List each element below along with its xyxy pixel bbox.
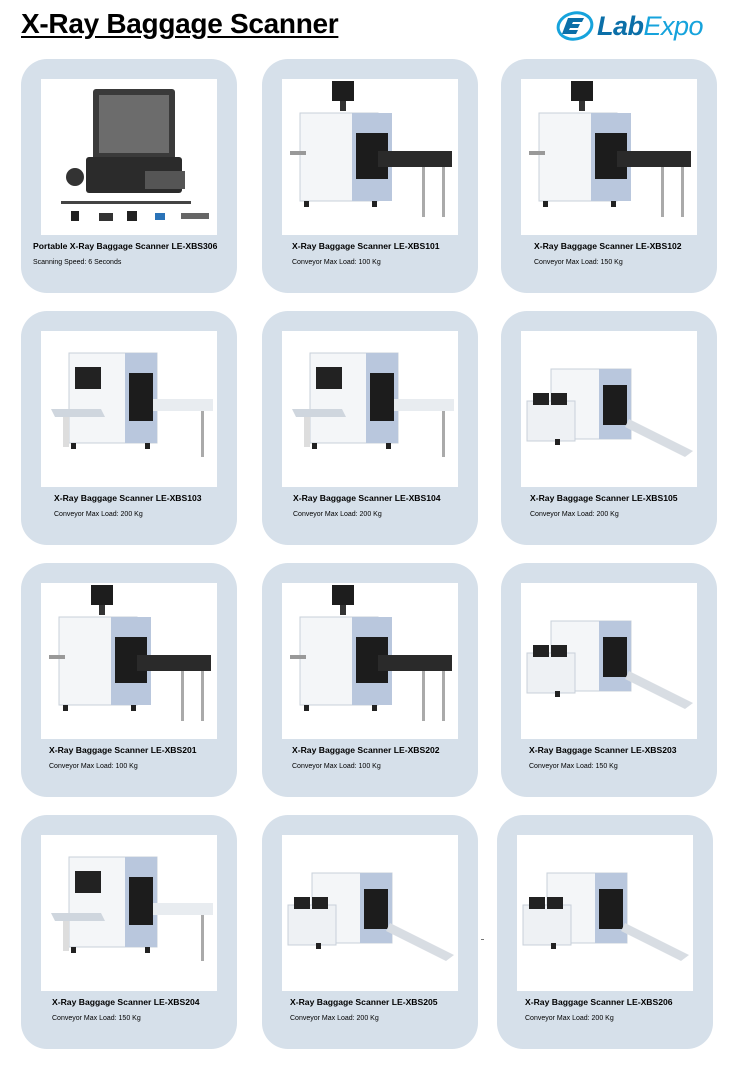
product-spec: Conveyor Max Load: 200 Kg <box>54 511 143 518</box>
product-name: X-Ray Baggage Scanner LE-XBS103 <box>54 493 202 503</box>
product-image[interactable] <box>282 331 458 487</box>
product-image[interactable] <box>282 835 458 991</box>
product-card[interactable]: X-Ray Baggage Scanner LE-XBS206 Conveyor… <box>497 815 713 1049</box>
xray-scanner-icon <box>49 585 211 721</box>
product-name: X-Ray Baggage Scanner LE-XBS104 <box>293 493 441 503</box>
product-image[interactable] <box>282 583 458 739</box>
product-spec: Conveyor Max Load: 200 Kg <box>525 1015 614 1022</box>
xray-scanner-icon <box>290 585 452 721</box>
product-spec: Conveyor Max Load: 200 Kg <box>293 511 382 518</box>
product-name: X-Ray Baggage Scanner LE-XBS203 <box>529 745 677 755</box>
page-title: X-Ray Baggage Scanner <box>21 8 339 39</box>
product-image[interactable] <box>41 835 217 991</box>
stray-mark <box>481 939 484 940</box>
product-spec: Conveyor Max Load: 100 Kg <box>292 763 381 770</box>
product-name: X-Ray Baggage Scanner LE-XBS101 <box>292 241 440 251</box>
xray-scanner-icon <box>290 81 452 217</box>
product-card[interactable]: X-Ray Baggage Scanner LE-XBS203 Conveyor… <box>501 563 717 797</box>
product-name: X-Ray Baggage Scanner LE-XBS105 <box>530 493 678 503</box>
xray-scanner-desk-icon <box>526 368 693 457</box>
xray-scanner-desk-icon <box>526 620 693 709</box>
xray-scanner-desk-icon <box>287 872 454 961</box>
product-card[interactable]: X-Ray Baggage Scanner LE-XBS104 Conveyor… <box>262 311 478 545</box>
labexpo-logo[interactable]: LabExpo <box>556 8 716 44</box>
product-name: Portable X-Ray Baggage Scanner LE-XBS306 <box>33 241 218 251</box>
product-card[interactable]: X-Ray Baggage Scanner LE-XBS205 Conveyor… <box>262 815 478 1049</box>
product-name: X-Ray Baggage Scanner LE-XBS201 <box>49 745 197 755</box>
product-image[interactable] <box>521 331 697 487</box>
product-card[interactable]: Portable X-Ray Baggage Scanner LE-XBS306… <box>21 59 237 293</box>
xray-scanner-console-icon <box>292 352 454 457</box>
product-image[interactable] <box>41 331 217 487</box>
product-spec: Conveyor Max Load: 200 Kg <box>530 511 619 518</box>
brand-lab: Lab <box>597 10 644 41</box>
product-spec: Conveyor Max Load: 100 Kg <box>292 259 381 266</box>
product-name: X-Ray Baggage Scanner LE-XBS204 <box>52 997 200 1007</box>
product-image[interactable] <box>282 79 458 235</box>
product-spec: Conveyor Max Load: 100 Kg <box>49 763 138 770</box>
portable-scanner-kit-icon <box>61 89 209 221</box>
xray-scanner-icon <box>529 81 691 217</box>
product-card[interactable]: X-Ray Baggage Scanner LE-XBS202 Conveyor… <box>262 563 478 797</box>
product-card[interactable]: X-Ray Baggage Scanner LE-XBS102 Conveyor… <box>501 59 717 293</box>
product-spec: Scanning Speed: 6 Seconds <box>33 259 122 266</box>
product-card[interactable]: X-Ray Baggage Scanner LE-XBS201 Conveyor… <box>21 563 237 797</box>
xray-scanner-console-icon <box>51 856 213 961</box>
product-spec: Conveyor Max Load: 150 Kg <box>534 259 623 266</box>
product-spec: Conveyor Max Load: 150 Kg <box>529 763 618 770</box>
product-card[interactable]: X-Ray Baggage Scanner LE-XBS105 Conveyor… <box>501 311 717 545</box>
product-image[interactable] <box>521 583 697 739</box>
product-spec: Conveyor Max Load: 200 Kg <box>290 1015 379 1022</box>
product-spec: Conveyor Max Load: 150 Kg <box>52 1015 141 1022</box>
product-name: X-Ray Baggage Scanner LE-XBS206 <box>525 997 673 1007</box>
product-image[interactable] <box>41 79 217 235</box>
product-card[interactable]: X-Ray Baggage Scanner LE-XBS204 Conveyor… <box>21 815 237 1049</box>
product-card[interactable]: X-Ray Baggage Scanner LE-XBS101 Conveyor… <box>262 59 478 293</box>
labexpo-logo-mark-icon <box>556 11 594 41</box>
product-image[interactable] <box>41 583 217 739</box>
xray-scanner-console-icon <box>51 352 213 457</box>
product-card[interactable]: X-Ray Baggage Scanner LE-XBS103 Conveyor… <box>21 311 237 545</box>
product-image[interactable] <box>521 79 697 235</box>
product-name: X-Ray Baggage Scanner LE-XBS205 <box>290 997 438 1007</box>
brand-expo: Expo <box>643 10 704 41</box>
product-name: X-Ray Baggage Scanner LE-XBS202 <box>292 745 440 755</box>
product-name: X-Ray Baggage Scanner LE-XBS102 <box>534 241 682 251</box>
product-image[interactable] <box>517 835 693 991</box>
xray-scanner-desk-icon <box>522 872 689 961</box>
labexpo-wordmark: LabExpo <box>597 10 704 42</box>
